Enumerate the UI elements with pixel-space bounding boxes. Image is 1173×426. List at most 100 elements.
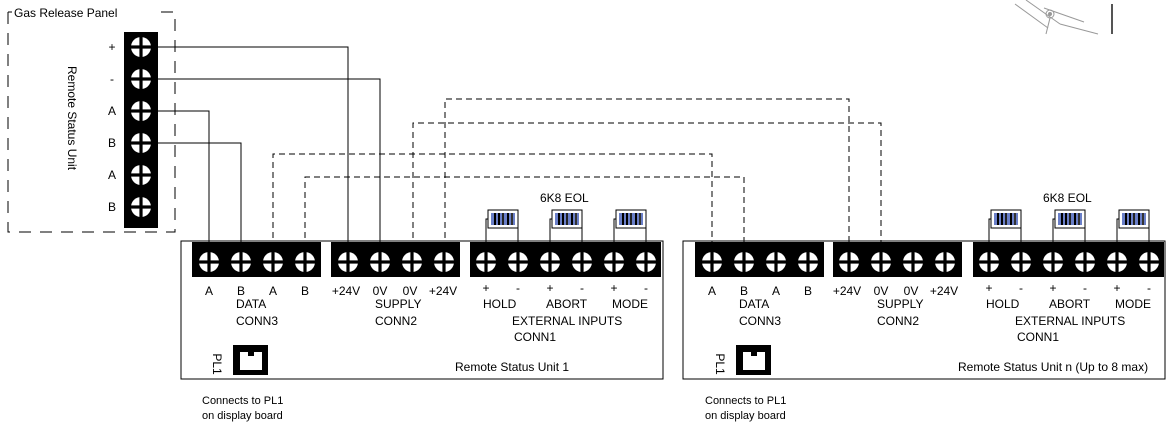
unit-n-supply-pin-1: +24V: [833, 284, 861, 298]
unit-1-data-title: DATA: [236, 297, 266, 311]
unit-n-input-pin-2: -: [1019, 281, 1023, 295]
unit-1-data-screw-2: [228, 249, 254, 275]
unit-n-data-conn: CONN3: [739, 314, 781, 328]
unit-n-input-pin-3: +: [1049, 281, 1056, 295]
unit-1-inputs-conn: CONN1: [514, 330, 556, 344]
unit-n-inputs-conn: CONN1: [1017, 330, 1059, 344]
unit-1-eol-resistor-hold: [487, 209, 519, 229]
unit-1-supply-screw-1: [335, 249, 361, 275]
panel-terminal-label-6: B: [108, 200, 116, 214]
unit-1-input-abort: ABORT: [546, 297, 588, 311]
unit-n-eol-resistor-hold: [990, 209, 1022, 229]
unit-1-supply-screw-3: [399, 249, 425, 275]
panel-screw-4: [128, 130, 154, 156]
unit-1-data-pin-2: B: [237, 284, 245, 298]
unit-1-supply-conn: CONN2: [375, 314, 417, 328]
unit-n-input-pin-4: -: [1083, 281, 1087, 295]
unit-1-supply-pin-1: +24V: [332, 284, 360, 298]
unit-n-supply-conn: CONN2: [877, 314, 919, 328]
unit-1-input-pin-1: +: [482, 281, 489, 295]
unit-1-supply-pin-4: +24V: [429, 284, 457, 298]
unit-n-eol-label: 6K8 EOL: [1043, 191, 1092, 205]
wire-data-b: [155, 142, 242, 258]
wire-minus: [155, 78, 381, 258]
unit-n-input-hold: HOLD: [986, 297, 1020, 311]
panel-terminal-label-1: +: [108, 40, 115, 54]
unit-n-input-pin-1: +: [985, 281, 992, 295]
unit-1-inputs-block: [470, 242, 661, 277]
unit-1-inputs-title: EXTERNAL INPUTS: [512, 314, 622, 328]
unit-n-supply-screw-2: [868, 249, 894, 275]
unit-1-input-pin-4: -: [580, 281, 584, 295]
unit-1-input-screw-4: [569, 249, 595, 275]
unit-n-supply-title: SUPPLY: [877, 297, 923, 311]
unit-n-inputs-title: EXTERNAL INPUTS: [1015, 314, 1125, 328]
unit-1-input-pin-2: -: [516, 281, 520, 295]
unit-1-data-pin-3: A: [269, 284, 277, 298]
panel-terminal-label-4: B: [108, 136, 116, 150]
unit-n-note-line-2: on display board: [705, 410, 786, 422]
unit-n-name: Remote Status Unit n (Up to 8 max): [958, 360, 1148, 374]
unit-1-input-screw-1: [473, 249, 499, 275]
unit-1-input-pin-6: -: [644, 281, 648, 295]
unit-n-data-screw-2: [731, 249, 757, 275]
wire-link-supply-plus: [444, 98, 850, 258]
unit-1-data-screw-4: [292, 249, 318, 275]
unit-1-input-pin-5: +: [610, 281, 617, 295]
remote-status-unit-n: 6K8 EOL A B A B DATA CONN3 +24V 0V 0V +2…: [682, 191, 1166, 422]
unit-n-data-title: DATA: [739, 297, 769, 311]
unit-1-data-pin-4: B: [301, 284, 309, 298]
unit-n-input-screw-2: [1008, 249, 1034, 275]
panel-unit-label: Remote Status Unit: [65, 66, 79, 171]
wire-link-supply-0v: [412, 122, 882, 258]
panel-terminal-label-5: A: [108, 168, 116, 182]
unit-1-input-mode: MODE: [612, 297, 648, 311]
unit-1-box: [180, 240, 664, 380]
unit-n-data-pin-2: B: [740, 284, 748, 298]
unit-n-input-abort: ABORT: [1049, 297, 1091, 311]
unit-1-pl-label: PL1: [210, 353, 224, 375]
unit-n-supply-screw-4: [932, 249, 958, 275]
unit-n-data-pin-1: A: [708, 284, 716, 298]
unit-1-input-screw-2: [505, 249, 531, 275]
unit-n-note-line-1: Connects to PL1: [705, 395, 786, 407]
unit-1-supply-screw-4: [431, 249, 457, 275]
unit-n-input-screw-3: [1040, 249, 1066, 275]
unit-1-input-screw-6: [633, 249, 659, 275]
panel-screw-5: [128, 162, 154, 188]
unit-n-input-screw-6: [1136, 249, 1162, 275]
panel-terminal-label-3: A: [108, 104, 116, 118]
unit-1-eol-resistor-mode: [615, 209, 647, 229]
unit-1-supply-title: SUPPLY: [375, 297, 421, 311]
unit-n-input-screw-5: [1104, 249, 1130, 275]
unit-n-eol-resistor-abort: [1054, 209, 1086, 229]
unit-1-supply-pin-2: 0V: [373, 284, 388, 298]
corner-sketch: [1014, 0, 1113, 35]
unit-1-input-screw-5: [601, 249, 627, 275]
unit-n-supply-pin-2: 0V: [874, 284, 889, 298]
wires: [155, 46, 882, 258]
unit-n-supply-screw-3: [900, 249, 926, 275]
unit-n-input-screw-1: [976, 249, 1002, 275]
unit-1-data-screw-1: [196, 249, 222, 275]
unit-n-eol-resistor-mode: [1118, 209, 1150, 229]
panel-title: Gas Release Panel: [14, 6, 117, 20]
panel-screw-3: [128, 98, 154, 124]
unit-n-inputs-block: [973, 242, 1164, 277]
unit-n-pl-label: PL1: [713, 353, 727, 375]
panel-screw-6: [128, 194, 154, 220]
unit-n-box: [682, 240, 1166, 380]
unit-1-supply-pin-3: 0V: [403, 284, 418, 298]
unit-1-data-conn: CONN3: [236, 314, 278, 328]
unit-n-data-screw-3: [763, 249, 789, 275]
wire-data-a: [155, 110, 210, 258]
unit-n-data-screw-4: [795, 249, 821, 275]
unit-1-eol-resistor-abort: [551, 209, 583, 229]
unit-1-eol-label: 6K8 EOL: [540, 191, 589, 205]
wire-link-data-b: [304, 176, 745, 258]
unit-1-supply-screw-2: [367, 249, 393, 275]
panel-terminal-label-2: -: [110, 72, 114, 86]
remote-status-unit-1: 6K8 EOL A B A B DATA CONN3 +24V 0V 0V +2…: [180, 191, 664, 422]
wire-plus: [155, 46, 349, 258]
